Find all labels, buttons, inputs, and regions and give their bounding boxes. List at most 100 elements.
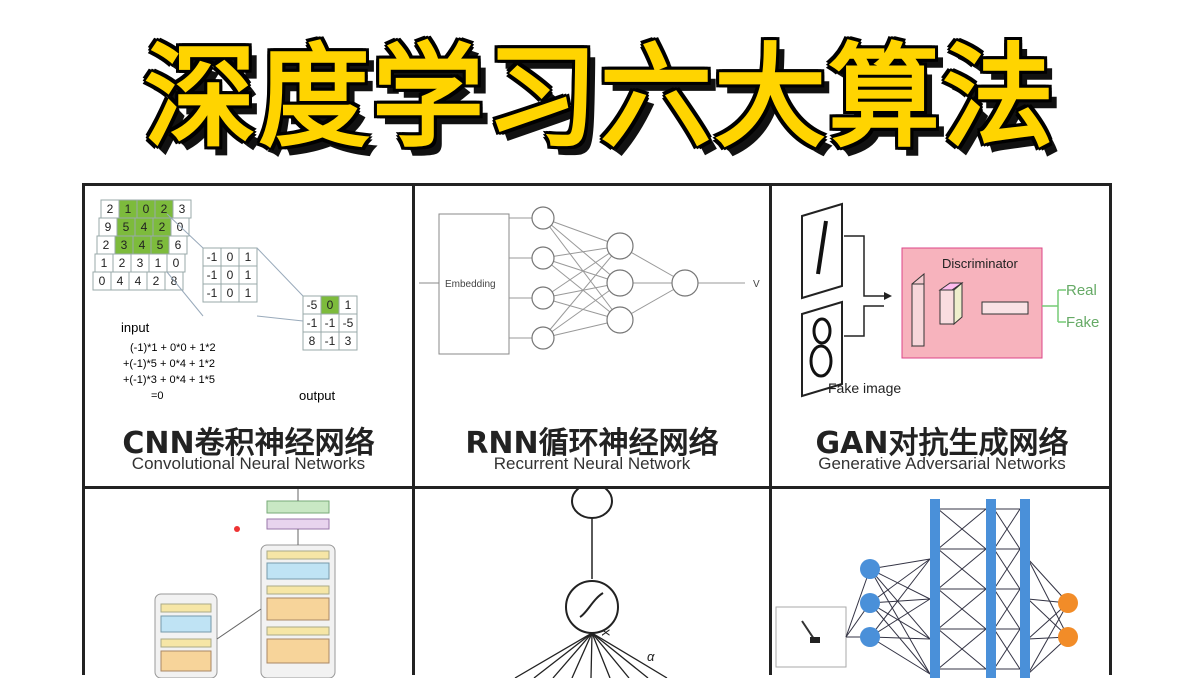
cnn-input-value: 2 [153, 274, 160, 288]
rnn-embedding-box [438, 213, 510, 355]
rnn-input-node [531, 246, 555, 270]
cnn-input-value: 0 [143, 202, 150, 216]
panel-gan: Fake image Discriminator Real Fake GAN对抗… [772, 186, 1112, 486]
rnn-embedding-label: Embedding [445, 279, 496, 290]
cnn-output-value: -5 [307, 298, 318, 312]
cnn-formula-line: +(-1)*3 + 0*4 + 1*5 [123, 374, 215, 386]
rnn-output-node [671, 269, 699, 297]
cnn-output-value: 3 [345, 334, 352, 348]
cnn-output-value: -1 [325, 316, 336, 330]
cnn-output-value: -1 [325, 334, 336, 348]
gan-discriminator-label: Discriminator [942, 256, 1019, 271]
neuron-input-line [591, 632, 668, 678]
cnn-input-label: input [121, 320, 150, 335]
cnn-kernel-value: 1 [245, 250, 252, 264]
dnn-input-node [860, 627, 880, 647]
cnn-kernel-value: 0 [227, 250, 234, 264]
gan-fake-image-label: Fake image [828, 380, 901, 396]
panel-transformer [85, 489, 412, 678]
rnn-title: RNN循环神经网络 [465, 426, 719, 461]
dnn-layer-bar [930, 499, 940, 678]
algorithm-grid: 2102395420234561231004428 -101-101-101 -… [82, 183, 1112, 678]
rnn-input-node [531, 326, 555, 350]
gan-real-label: Real [1066, 282, 1097, 299]
cnn-title: CNN卷积神经网络 [122, 426, 375, 461]
panel-rnn: Embedding V RNN循环神经网络 Recurrent Neural N… [415, 186, 769, 486]
page-title: 深度学习六大算法 [144, 32, 1056, 163]
cnn-formula-line: =0 [151, 390, 164, 402]
neuron-input-line [533, 632, 593, 678]
cnn-input-value: 2 [119, 256, 126, 270]
panel-deep-network [772, 489, 1112, 678]
neuron-input-lines [514, 632, 668, 678]
neuron-sum-node [565, 580, 619, 634]
rnn-network [509, 206, 745, 350]
rnn-hidden-node [606, 306, 634, 334]
neuron-alpha-symbol: α [647, 649, 655, 664]
dnn-input-node [860, 559, 880, 579]
cnn-output-cell [338, 331, 358, 351]
cnn-input-value: 0 [99, 274, 106, 288]
grid-divider [412, 186, 415, 675]
neuron-input-line [571, 632, 593, 678]
neuron-input-line [591, 632, 649, 678]
cnn-input-value: 6 [175, 238, 182, 252]
cnn-kernel-value: 1 [245, 268, 252, 282]
gan-diagram: Fake image Discriminator Real Fake [801, 202, 1099, 398]
dnn-layer-bar [986, 499, 996, 678]
cnn-input-value: 1 [155, 256, 162, 270]
gan-subtitle: Generative Adversarial Networks [818, 454, 1066, 473]
cnn-kernel-value: 1 [245, 286, 252, 300]
neuron-input-line [514, 632, 593, 678]
cnn-input-value: 4 [135, 274, 142, 288]
panel-cnn: 2102395420234561231004428 -101-101-101 -… [85, 186, 412, 486]
cnn-input-value: 4 [139, 238, 146, 252]
rnn-diagram: Embedding V [419, 206, 760, 355]
gan-fake-label: Fake [1066, 314, 1099, 331]
transformer-marker [234, 526, 240, 532]
gan-real-image [801, 202, 843, 300]
cnn-input-value: 3 [137, 256, 144, 270]
cnn-kernel-value: 0 [227, 286, 234, 300]
neuron-diagram: softmax α [514, 489, 668, 678]
cnn-output-value: -1 [307, 316, 318, 330]
dnn-layer-bar [1020, 499, 1030, 678]
dnn-output-node [1058, 593, 1078, 613]
cnn-input-value: 4 [141, 220, 148, 234]
cnn-output-value: -5 [343, 316, 354, 330]
panel-neuron: softmax α [415, 489, 769, 678]
cnn-input-value: 0 [173, 256, 180, 270]
cnn-input-value: 3 [121, 238, 128, 252]
cnn-input-value: 3 [179, 202, 186, 216]
cnn-input-value: 2 [107, 202, 114, 216]
cnn-kernel-value: -1 [207, 268, 218, 282]
neuron-input-line [591, 632, 630, 678]
transformer-diagram [154, 489, 336, 678]
cnn-input-value: 5 [157, 238, 164, 252]
neuron-output-node [571, 489, 613, 519]
cnn-input-value: 5 [123, 220, 130, 234]
cnn-input-value: 2 [103, 238, 110, 252]
cnn-kernel-value: -1 [207, 286, 218, 300]
cnn-diagram: 2102395420234561231004428 -101-101-101 -… [92, 199, 358, 403]
grid-divider [85, 486, 1109, 489]
cnn-input-value: 1 [125, 202, 132, 216]
dnn-output-node [1058, 627, 1078, 647]
rnn-hidden-node [606, 232, 634, 260]
cnn-output-value: 8 [309, 334, 316, 348]
page-title-banner: 深度学习六大算法 [0, 0, 1200, 175]
deep-network-diagram [775, 499, 1078, 678]
gan-title: GAN对抗生成网络 [815, 426, 1069, 461]
cnn-kernel-value: 0 [227, 268, 234, 282]
cnn-input-value: 2 [161, 202, 168, 216]
rnn-input-node [531, 206, 555, 230]
rnn-input-node [531, 286, 555, 310]
cnn-output-value: 1 [345, 298, 352, 312]
cnn-formula-line: +(-1)*5 + 0*4 + 1*2 [123, 358, 215, 370]
dnn-input-node [860, 593, 880, 613]
cnn-kernel-value: -1 [207, 250, 218, 264]
rnn-output-symbol: V [753, 279, 760, 290]
cnn-input-value: 2 [159, 220, 166, 234]
cnn-subtitle: Convolutional Neural Networks [131, 454, 366, 473]
